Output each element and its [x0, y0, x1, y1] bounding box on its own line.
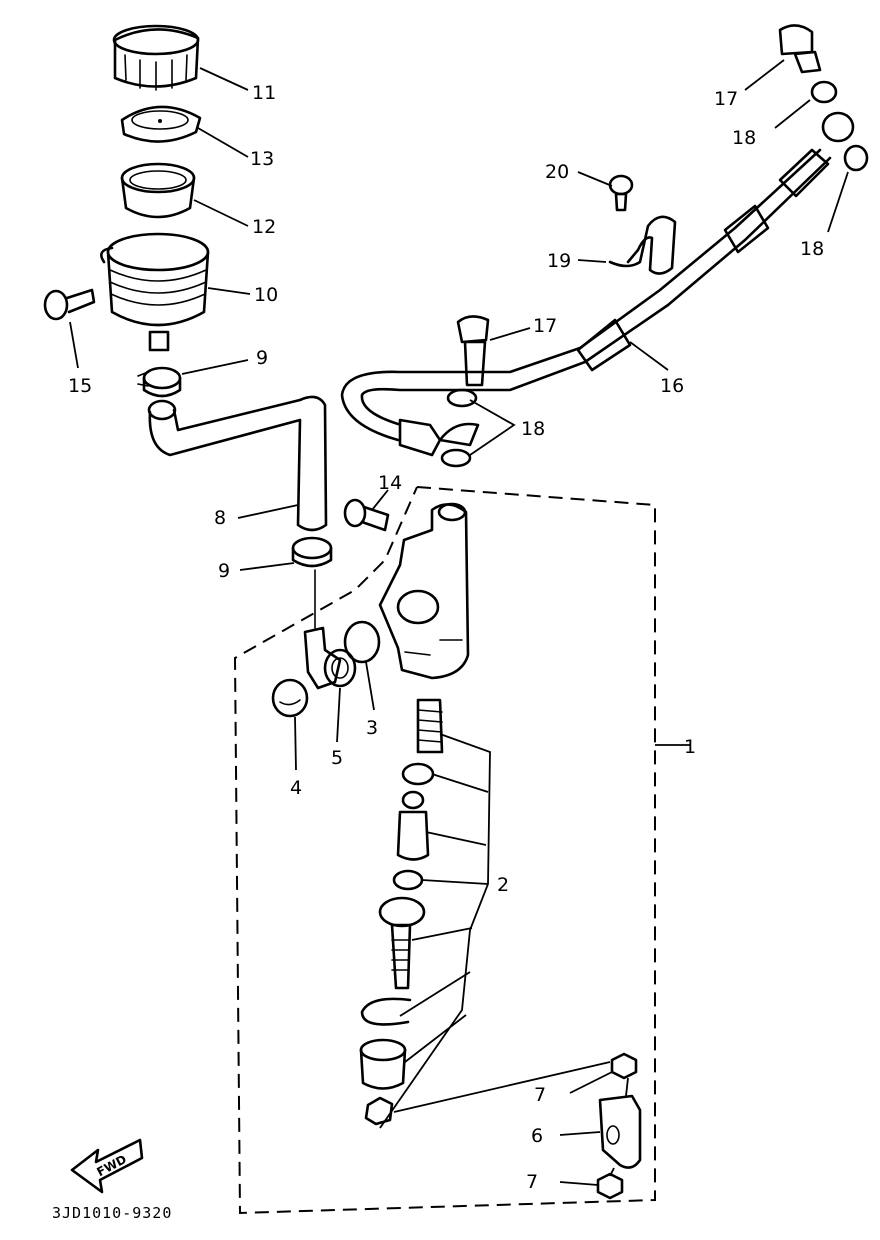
cup-seal[interactable] [401, 762, 435, 786]
callout-3: 3 [366, 717, 378, 739]
clevis[interactable] [598, 1094, 642, 1169]
piston[interactable] [396, 790, 430, 861]
callout-7b: 7 [526, 1171, 538, 1193]
secondary-seal[interactable] [392, 869, 424, 891]
assembly-boundary [233, 486, 656, 1215]
callout-labels: 1 2 3 4 5 6 7 7 8 9 9 10 11 12 13 14 15 … [68, 82, 824, 1193]
master-cylinder-body[interactable] [378, 502, 470, 680]
hose-clamp-lower[interactable] [291, 536, 333, 568]
reservoir[interactable] [100, 232, 210, 352]
banjo-bolt-lower[interactable] [456, 315, 490, 387]
callout-14: 14 [378, 472, 402, 494]
bolt-14[interactable] [343, 498, 390, 532]
hose-clamp-upper[interactable] [137, 366, 182, 398]
callout-13: 13 [250, 148, 274, 170]
callout-10: 10 [254, 284, 278, 306]
forward-direction-arrow: FWD [70, 1138, 144, 1194]
reservoir-cap[interactable] [112, 24, 200, 91]
dust-boot[interactable] [359, 1038, 407, 1090]
callout-18a: 18 [521, 418, 545, 440]
reservoir-hose[interactable] [147, 395, 328, 532]
leader-lines [69, 59, 849, 1186]
callout-7a: 7 [534, 1084, 546, 1106]
fitting-cap[interactable] [271, 678, 309, 718]
callout-2: 2 [497, 874, 509, 896]
hose-guide[interactable] [608, 215, 677, 275]
callout-1: 1 [684, 736, 696, 758]
callout-4: 4 [290, 777, 302, 799]
callout-18b: 18 [732, 127, 756, 149]
o-ring[interactable] [343, 620, 381, 664]
brake-hose[interactable] [340, 111, 855, 457]
callout-9b: 9 [218, 560, 230, 582]
callout-9a: 9 [256, 347, 268, 369]
diaphragm-plate[interactable] [120, 105, 202, 143]
hose-fitting[interactable] [303, 569, 357, 690]
callout-17b: 17 [714, 88, 738, 110]
callout-17a: 17 [533, 315, 557, 337]
callout-6: 6 [531, 1125, 543, 1147]
callout-16: 16 [660, 375, 684, 397]
spring[interactable] [416, 698, 444, 754]
callout-11: 11 [252, 82, 276, 104]
callout-15: 15 [68, 375, 92, 397]
banjo-bolt-upper[interactable] [778, 24, 822, 74]
callout-8: 8 [214, 507, 226, 529]
screw-15[interactable] [43, 288, 96, 321]
lock-nut[interactable] [364, 1096, 394, 1126]
guide-screw[interactable] [608, 174, 634, 212]
callout-5: 5 [331, 747, 343, 769]
clevis-nut-lower[interactable] [596, 1172, 624, 1200]
circlip[interactable] [360, 997, 412, 1026]
drawing-code: 3JD1010-9320 [52, 1204, 172, 1222]
copper-washer-d[interactable] [843, 144, 869, 172]
callout-20: 20 [545, 161, 569, 183]
diaphragm[interactable] [120, 162, 196, 219]
push-rod[interactable] [378, 896, 426, 990]
callout-12: 12 [252, 216, 276, 238]
callout-19: 19 [547, 250, 571, 272]
clevis-nut-upper[interactable] [610, 1052, 638, 1080]
clevis-axis-line [609, 1077, 629, 1177]
callout-18c: 18 [800, 238, 824, 260]
copper-washer-a[interactable] [446, 388, 478, 408]
copper-washer-b[interactable] [440, 448, 472, 468]
copper-washer-c[interactable] [810, 80, 838, 104]
